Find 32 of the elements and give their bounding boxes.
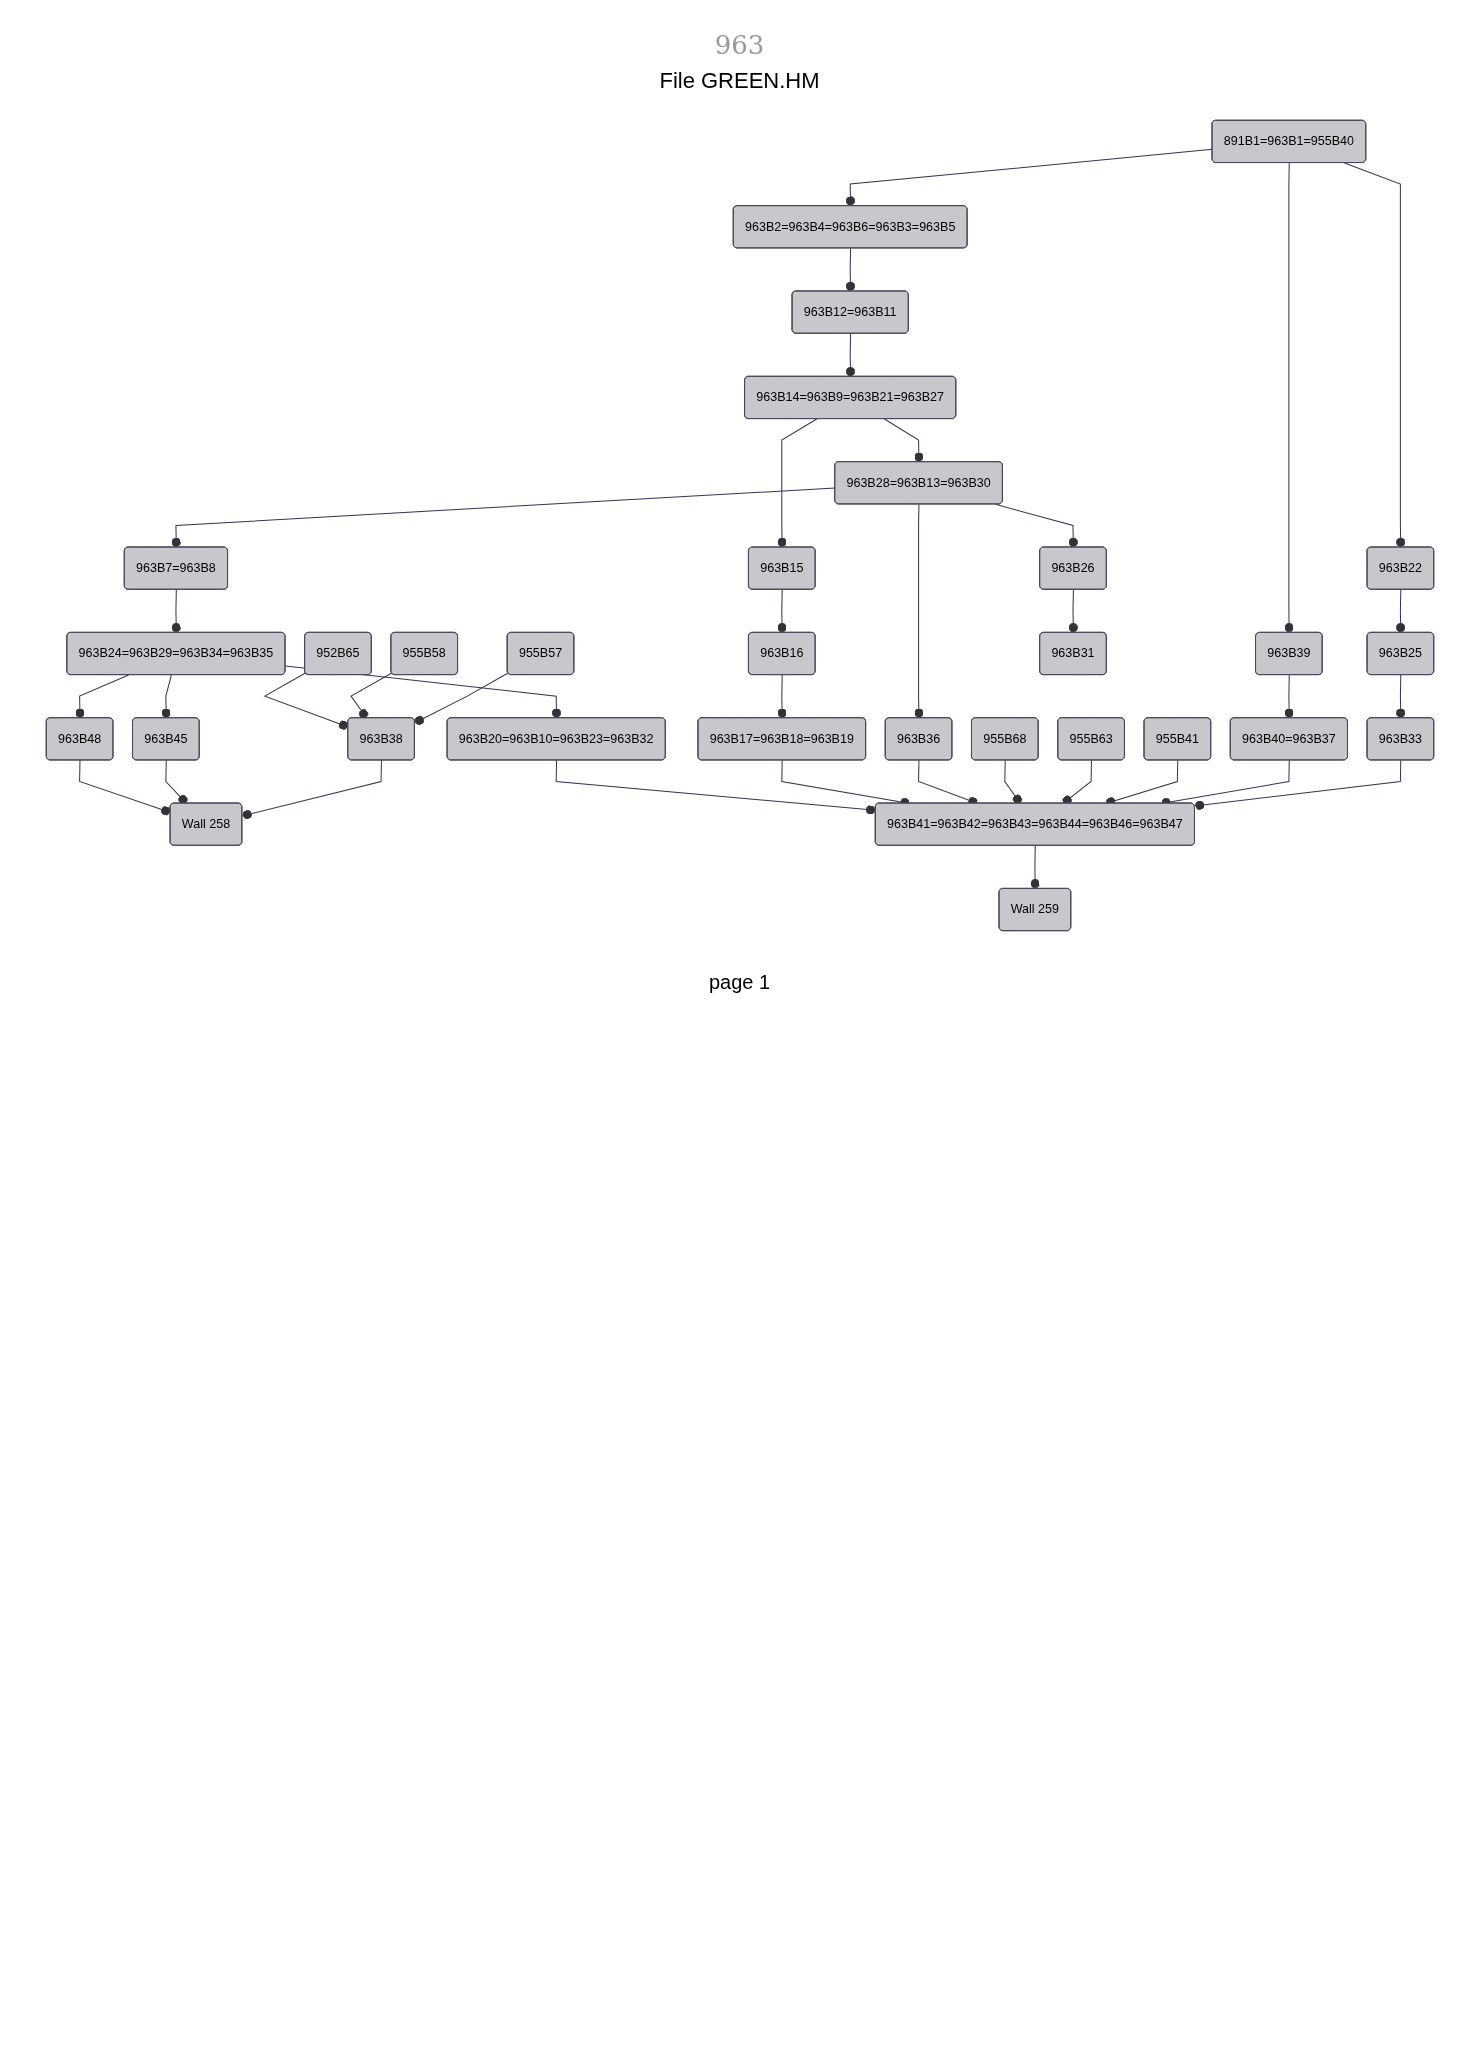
connector	[78, 759, 171, 816]
connector	[913, 503, 924, 719]
connector	[160, 674, 172, 719]
connector	[845, 148, 1213, 207]
connector	[776, 674, 787, 719]
connector	[1068, 589, 1078, 634]
connector	[263, 672, 349, 730]
connector	[1029, 845, 1040, 890]
connector	[1395, 589, 1405, 634]
connector	[1343, 162, 1405, 548]
page-number: page 1	[708, 970, 771, 993]
connector	[776, 418, 817, 548]
connector	[171, 589, 181, 634]
connector	[241, 759, 382, 820]
connector	[776, 589, 787, 634]
connector	[845, 333, 855, 378]
connector	[1061, 759, 1092, 805]
connector	[413, 672, 509, 726]
connector	[1283, 674, 1294, 719]
connector	[555, 759, 876, 815]
connector	[349, 672, 392, 719]
connector	[1395, 674, 1405, 719]
connector	[845, 247, 855, 292]
connector	[74, 674, 129, 719]
handwritten-note: 963	[714, 30, 765, 60]
connector	[1283, 162, 1294, 634]
connector	[883, 418, 924, 463]
diagram-title: File GREEN.HM	[658, 68, 821, 94]
connector	[1003, 759, 1022, 804]
connector	[171, 487, 836, 548]
connector	[1193, 759, 1401, 811]
connector	[164, 759, 188, 805]
